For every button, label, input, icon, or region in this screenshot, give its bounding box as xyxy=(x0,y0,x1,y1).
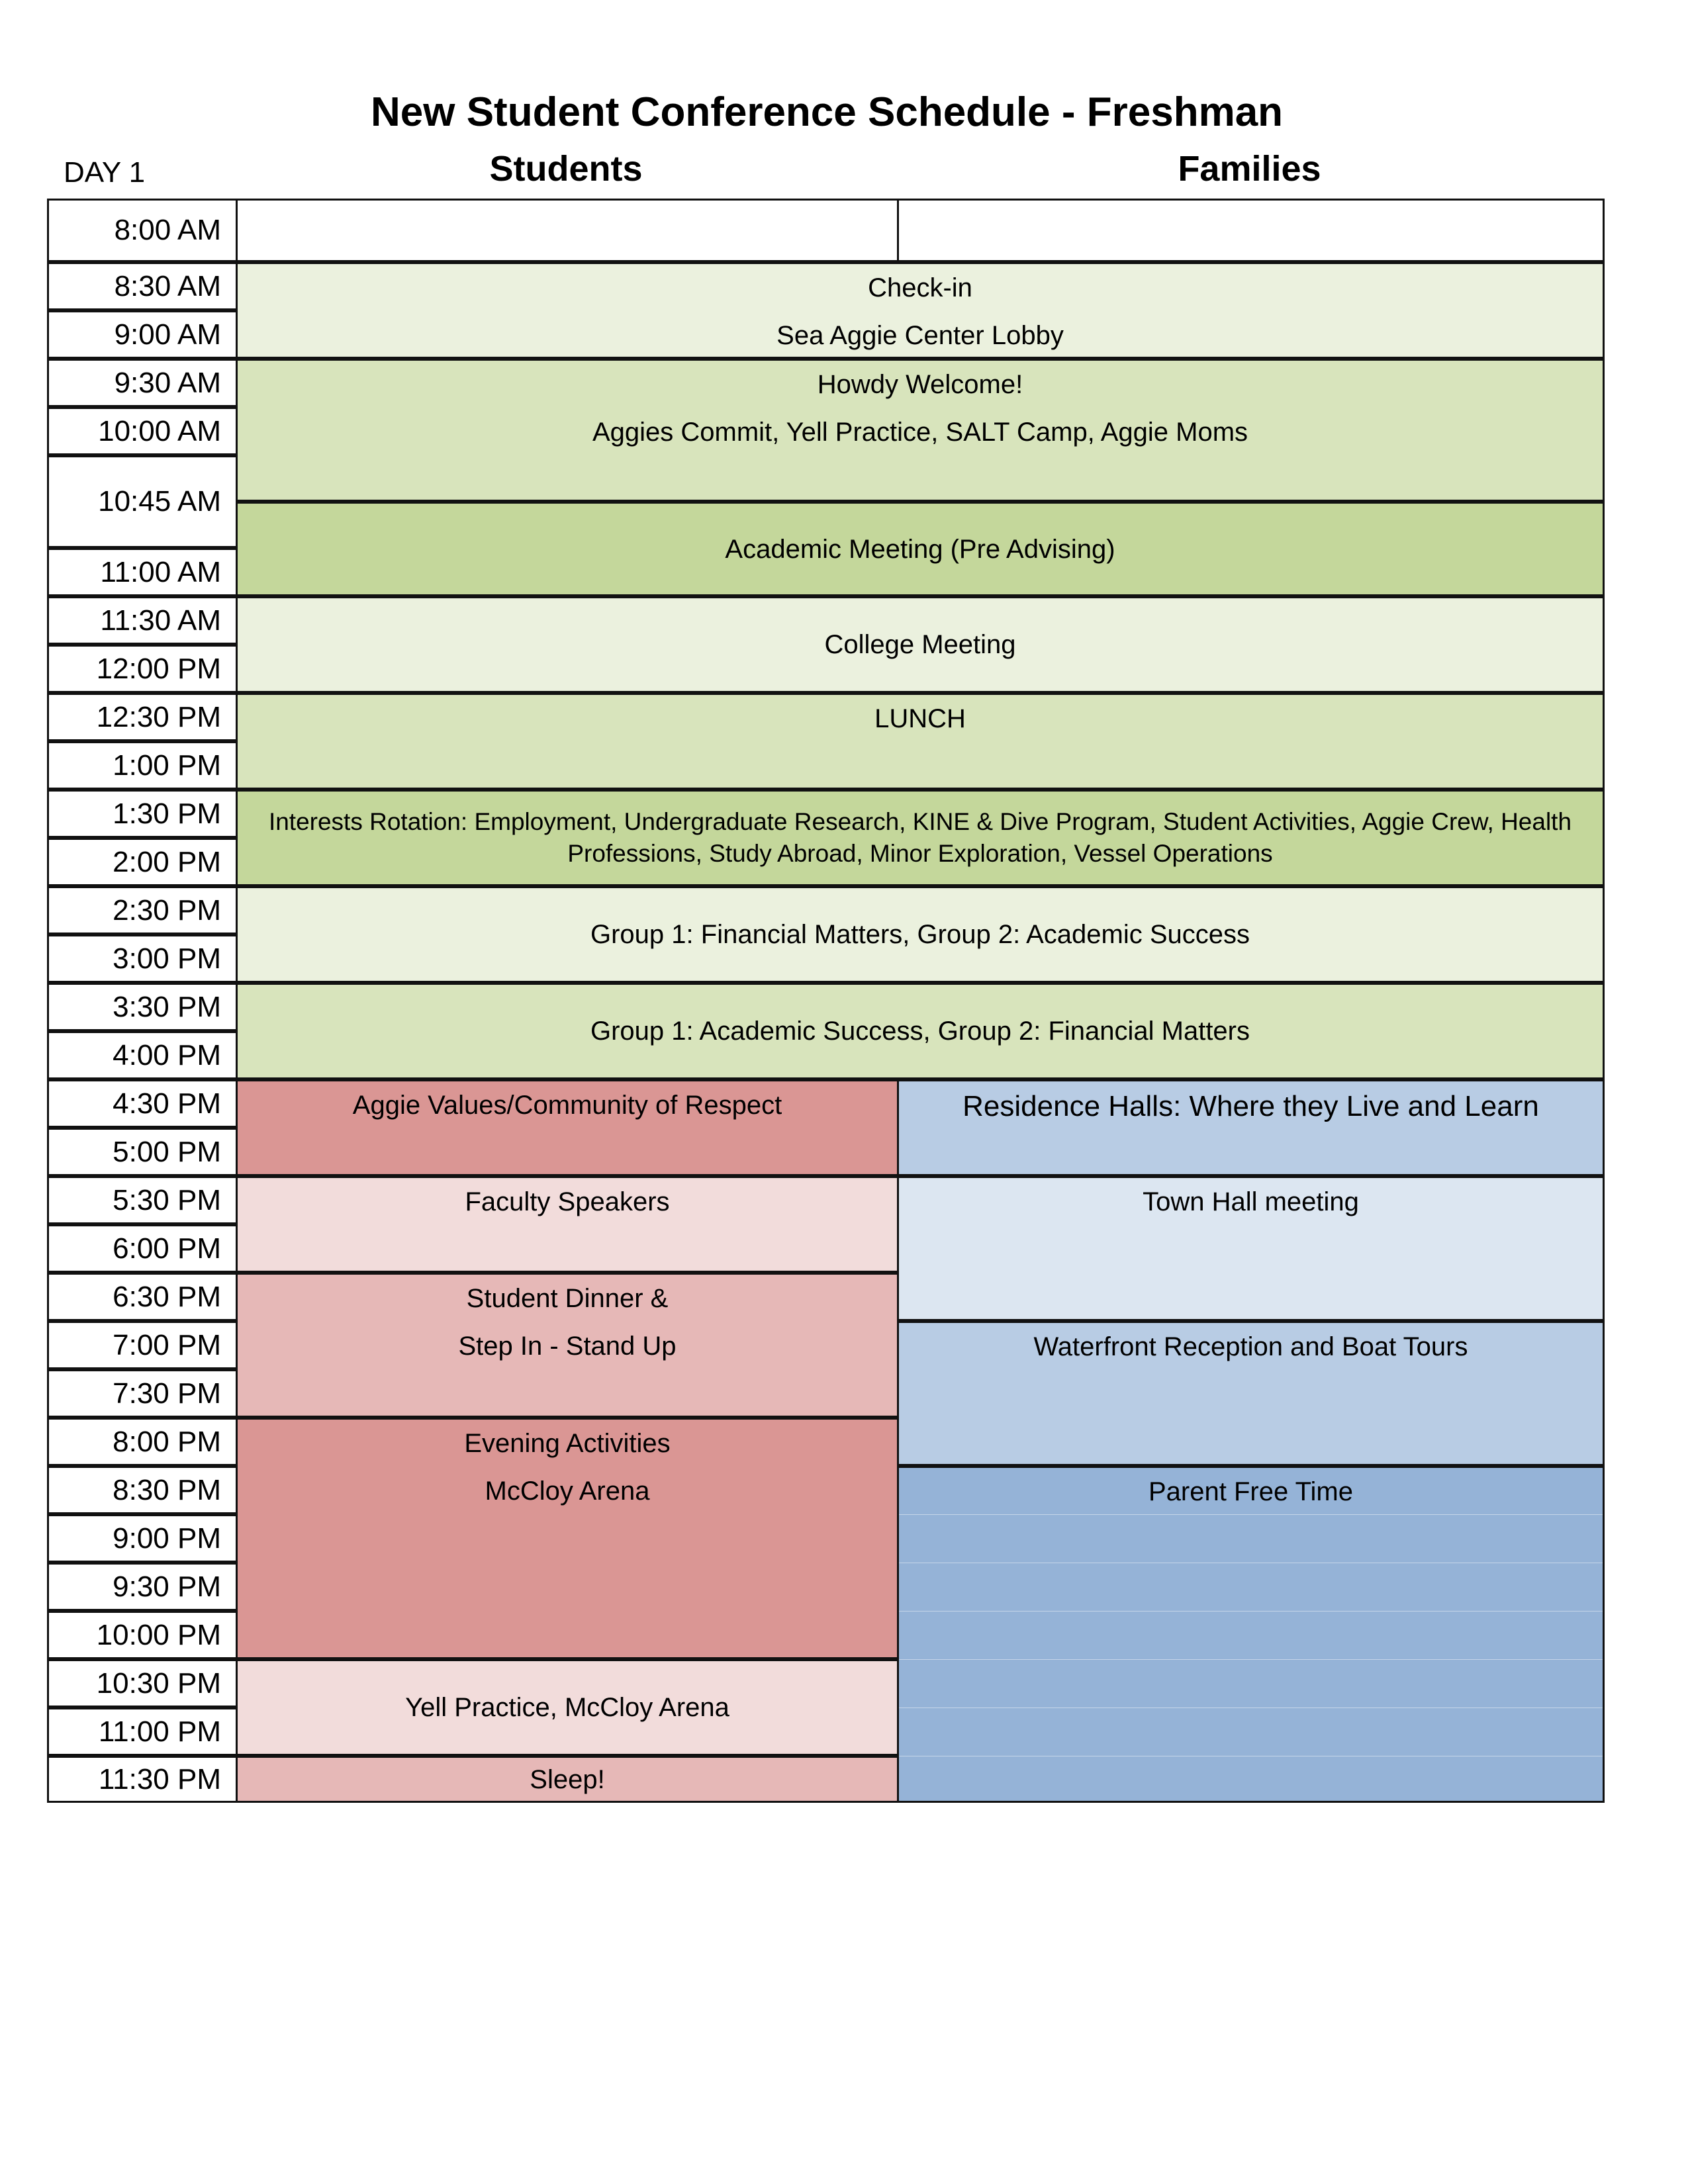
sleep-event: Sleep! xyxy=(236,1756,899,1803)
evening-activities-event: Evening Activities McCloy Arena xyxy=(236,1418,899,1659)
time-cell: 8:00 AM xyxy=(47,199,238,262)
academic-meeting-event: Academic Meeting (Pre Advising) xyxy=(236,502,1605,596)
time-cell: 6:30 PM xyxy=(47,1273,238,1321)
time-cell: 12:00 PM xyxy=(47,645,238,693)
welcome-title: Howdy Welcome! xyxy=(817,370,1023,399)
time-cell: 10:00 AM xyxy=(47,407,238,455)
faculty-speakers-event: Faculty Speakers xyxy=(236,1176,899,1273)
faculty-speakers-label: Faculty Speakers xyxy=(465,1187,670,1216)
time-cell: 1:00 PM xyxy=(47,741,238,790)
time-cell: 3:00 PM xyxy=(47,934,238,983)
time-cell: 1:30 PM xyxy=(47,790,238,838)
time-cell: 10:00 PM xyxy=(47,1611,238,1659)
row-divider xyxy=(899,1659,1603,1660)
parent-free-time-event: Parent Free Time xyxy=(897,1466,1605,1803)
sleep-label: Sleep! xyxy=(530,1764,605,1794)
time-cell: 11:00 AM xyxy=(47,548,238,596)
time-cell: 2:30 PM xyxy=(47,886,238,934)
time-cell: 8:30 AM xyxy=(47,262,238,310)
time-cell: 8:00 PM xyxy=(47,1418,238,1466)
row-divider xyxy=(899,1514,1603,1515)
town-hall-label: Town Hall meeting xyxy=(1143,1187,1359,1216)
time-cell: 7:30 PM xyxy=(47,1369,238,1418)
parent-free-time-label: Parent Free Time xyxy=(1148,1477,1353,1506)
time-cell: 12:30 PM xyxy=(47,693,238,741)
college-meeting-label: College Meeting xyxy=(824,630,1016,659)
interests-rotation-event: Interests Rotation: Employment, Undergra… xyxy=(236,790,1605,886)
student-dinner-line-2: Step In - Stand Up xyxy=(458,1332,677,1361)
time-cell: 9:30 AM xyxy=(47,359,238,407)
time-cell: 3:30 PM xyxy=(47,983,238,1031)
row-divider xyxy=(899,1611,1603,1612)
time-cell: 9:00 PM xyxy=(47,1514,238,1563)
town-hall-event: Town Hall meeting xyxy=(897,1176,1605,1321)
group-session-2: Group 1: Academic Success, Group 2: Fina… xyxy=(236,983,1605,1079)
group-session-2-label: Group 1: Academic Success, Group 2: Fina… xyxy=(590,1017,1250,1046)
time-cell: 5:30 PM xyxy=(47,1176,238,1224)
time-cell: 11:30 PM xyxy=(47,1756,238,1803)
checkin-title: Check-in xyxy=(868,273,972,302)
time-cell: 7:00 PM xyxy=(47,1321,238,1369)
welcome-details: Aggies Commit, Yell Practice, SALT Camp,… xyxy=(592,418,1248,447)
page-title: New Student Conference Schedule - Freshm… xyxy=(371,89,1284,135)
time-cell: 4:00 PM xyxy=(47,1031,238,1079)
evening-activities-location: McCloy Arena xyxy=(485,1477,650,1506)
checkin-location: Sea Aggie Center Lobby xyxy=(776,321,1064,350)
academic-meeting-label: Academic Meeting (Pre Advising) xyxy=(725,534,1115,564)
yell-practice-event: Yell Practice, McCloy Arena xyxy=(236,1659,899,1756)
evening-activities-title: Evening Activities xyxy=(464,1429,671,1458)
time-cell: 5:00 PM xyxy=(47,1128,238,1176)
time-cell: 6:00 PM xyxy=(47,1224,238,1273)
time-cell: 11:30 AM xyxy=(47,596,238,645)
time-cell: 4:30 PM xyxy=(47,1079,238,1128)
checkin-event: Check-in Sea Aggie Center Lobby xyxy=(236,262,1605,359)
day-label: DAY 1 xyxy=(64,156,146,189)
aggie-values-event: Aggie Values/Community of Respect xyxy=(236,1079,899,1176)
row-divider xyxy=(899,1707,1603,1708)
time-cell: 9:00 AM xyxy=(47,310,238,359)
students-column-header: Students xyxy=(489,149,643,189)
interests-line-2: Professions, Study Abroad, Minor Explora… xyxy=(567,840,1273,867)
welcome-event: Howdy Welcome! Aggies Commit, Yell Pract… xyxy=(236,359,1605,502)
time-cell: 10:30 PM xyxy=(47,1659,238,1707)
waterfront-reception-label: Waterfront Reception and Boat Tours xyxy=(1033,1332,1468,1361)
aggie-values-label: Aggie Values/Community of Respect xyxy=(352,1091,782,1120)
student-dinner-event: Student Dinner & Step In - Stand Up xyxy=(236,1273,899,1418)
time-cell: 8:30 PM xyxy=(47,1466,238,1514)
time-cell: 9:30 PM xyxy=(47,1563,238,1611)
group-session-1: Group 1: Financial Matters, Group 2: Aca… xyxy=(236,886,1605,983)
college-meeting-event: College Meeting xyxy=(236,596,1605,693)
residence-halls-event: Residence Halls: Where they Live and Lea… xyxy=(897,1079,1605,1176)
student-dinner-line-1: Student Dinner & xyxy=(466,1284,669,1313)
families-column-header: Families xyxy=(1178,149,1321,189)
empty-families-slot xyxy=(897,199,1605,262)
residence-halls-label: Residence Halls: Where they Live and Lea… xyxy=(962,1090,1539,1122)
lunch-label: LUNCH xyxy=(874,704,966,733)
yell-practice-label: Yell Practice, McCloy Arena xyxy=(405,1693,729,1722)
time-cell: 11:00 PM xyxy=(47,1707,238,1756)
schedule-grid: 8:00 AM 8:30 AM 9:00 AM 9:30 AM 10:00 AM… xyxy=(47,199,1605,1803)
time-cell: 2:00 PM xyxy=(47,838,238,886)
lunch-event: LUNCH xyxy=(236,693,1605,790)
time-cell: 10:45 AM xyxy=(47,455,238,548)
interests-line-1: Interests Rotation: Employment, Undergra… xyxy=(268,807,1572,835)
waterfront-reception-event: Waterfront Reception and Boat Tours xyxy=(897,1321,1605,1466)
empty-students-slot xyxy=(236,199,899,262)
group-session-1-label: Group 1: Financial Matters, Group 2: Aca… xyxy=(590,920,1250,949)
